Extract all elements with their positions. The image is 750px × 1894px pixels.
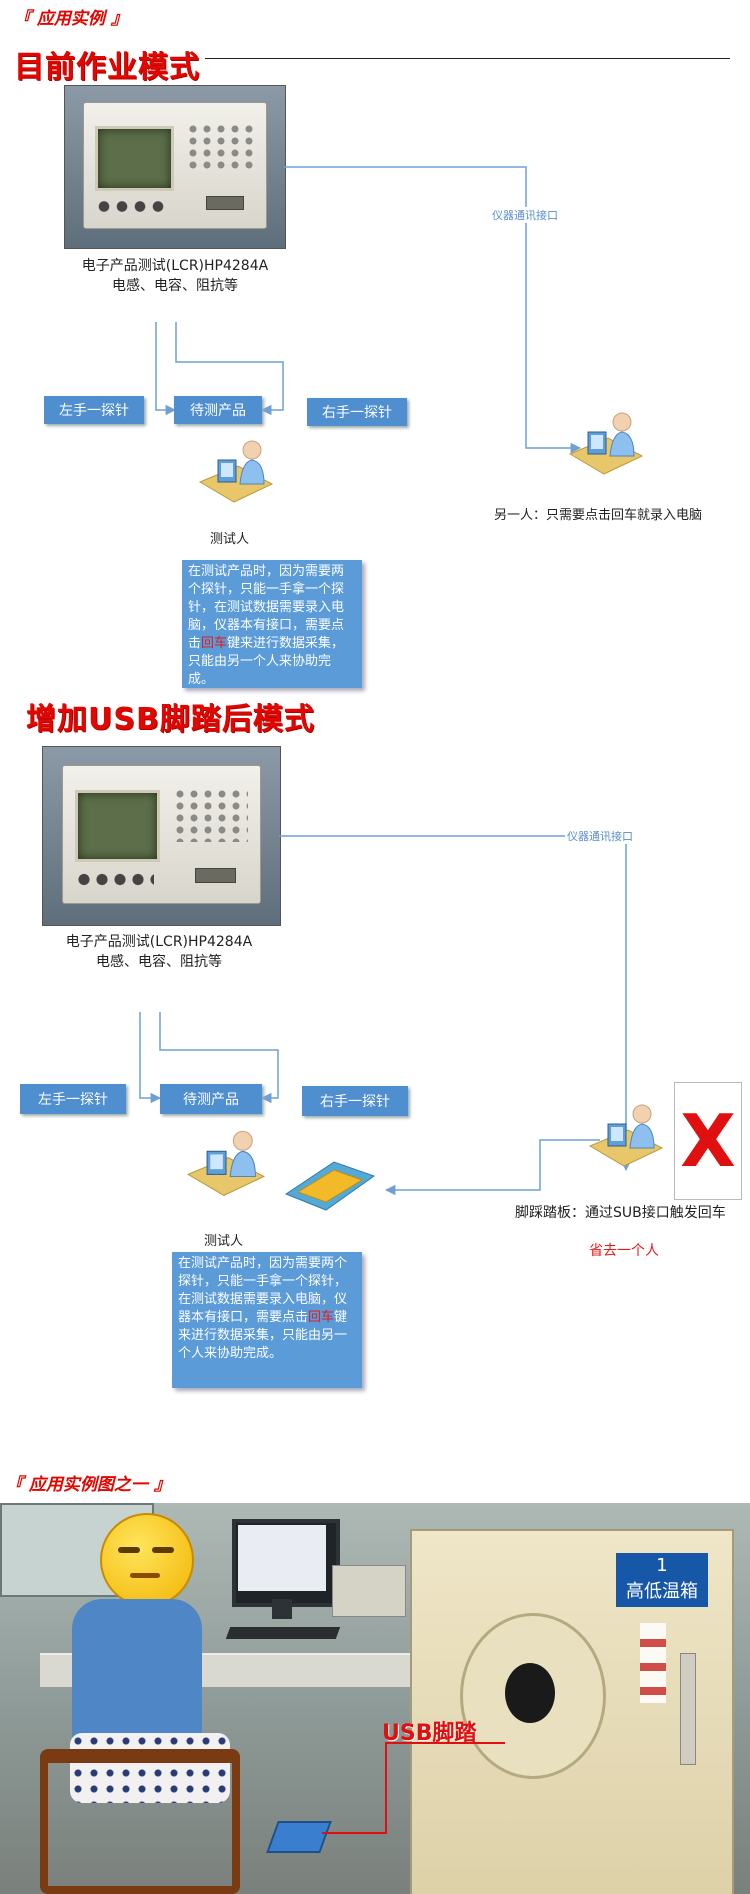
tester-person-icon-2 (187, 1130, 265, 1196)
tester-person-icon (198, 440, 274, 503)
removed-person-x-mark: X (674, 1082, 742, 1200)
header-label: 『 应用实例 』 (14, 9, 128, 29)
section1-connectors (155, 166, 582, 454)
chamber-sign: 1 高低温箱 (616, 1553, 708, 1607)
instrument-caption-model: 电子产品测试(LCR)HP4284A (81, 258, 269, 274)
note-text-after-2: 键来进行数据采集，只能由另一个人来协助完成。 (178, 1310, 348, 1361)
usb-pedal-callout (322, 1742, 505, 1834)
note-highlight-enter-2: 回车 (308, 1310, 335, 1325)
blurred-face-emoji (100, 1513, 194, 1607)
other-person-icon (568, 412, 644, 475)
note-highlight-enter: 回车 (201, 636, 228, 651)
explanation-note-2: 在测试产品时，因为需要两个探针，只能一手拿一个探针，在测试数据需要录入电脑，仪器… (172, 1252, 362, 1388)
interface-connector-line (284, 166, 582, 454)
usb-pedal-label: USB脚踏 (382, 1721, 477, 1746)
product-box-2: 待测产品 (160, 1084, 262, 1114)
section3-title: 『 应用实例图之一 』 (6, 1475, 171, 1495)
instrument-caption-2: 电子产品测试(LCR)HP4284A 电感、电容、阻抗等 (24, 932, 294, 972)
lcr-meter-photo-2 (42, 746, 281, 926)
section1-title-rule (205, 58, 730, 59)
pedal-connector-line (384, 1139, 600, 1196)
instrument-caption-params-2: 电感、电容、阻抗等 (96, 954, 222, 970)
chamber-number: 1 (656, 1555, 668, 1576)
section2-title: 增加USB脚踏后模式 (26, 702, 315, 737)
left-probe-box-1: 左手一探针 (44, 396, 144, 424)
note-text-before-2: 在测试产品时，因为需要两个探针，只能一手拿一个探针，在测试数据需要录入电脑，仪器… (178, 1256, 348, 1325)
section1-title: 目前作业模式 (14, 50, 200, 85)
tester-label-1: 测试人 (210, 532, 250, 547)
other-person-label: 另一人：只需要点击回车就录入电脑 (494, 508, 703, 523)
instrument-caption-model-2: 电子产品测试(LCR)HP4284A (65, 934, 253, 950)
tester-label-2: 测试人 (204, 1234, 244, 1249)
instrument-caption-params: 电感、电容、阻抗等 (112, 278, 238, 294)
computer-operator-icon (588, 1104, 664, 1167)
pedal-label: 脚踩踏板：通过SUB接口触发回车 (515, 1205, 726, 1221)
note-text-before: 在测试产品时，因为需要两个探针，只能一手拿一个探针，在测试数据需要录入电脑，仪器… (188, 564, 345, 651)
left-connector-line-2 (139, 1012, 162, 1104)
explanation-note-1: 在测试产品时，因为需要两个探针，只能一手拿一个探针，在测试数据需要录入电脑，仪器… (182, 560, 362, 688)
chamber-name: 高低温箱 (626, 1581, 698, 1602)
right-connector-line (175, 322, 284, 416)
note-text-after: 键来进行数据采集，只能由另一个人来协助完成。 (188, 636, 345, 687)
application-photo: 1 高低温箱 USB脚踏 (0, 1503, 750, 1894)
saved-person-label: 省去一个人 (589, 1243, 659, 1259)
right-probe-box-2: 右手一探针 (302, 1086, 408, 1116)
interface-label-1: 仪器通讯接口 (490, 207, 560, 223)
left-probe-box-2: 左手一探针 (20, 1084, 126, 1114)
instrument-caption-1: 电子产品测试(LCR)HP4284A 电感、电容、阻抗等 (40, 256, 310, 296)
right-probe-box-1: 右手一探针 (307, 398, 407, 426)
lcr-meter-photo (64, 85, 286, 249)
right-connector-line-2 (159, 1012, 279, 1104)
left-connector-line (155, 322, 177, 416)
foot-pedal-icon (284, 1161, 376, 1211)
interface-connector-line-2 (279, 835, 632, 1172)
product-box-1: 待测产品 (174, 396, 262, 424)
interface-label-2: 仪器通讯接口 (565, 828, 635, 844)
